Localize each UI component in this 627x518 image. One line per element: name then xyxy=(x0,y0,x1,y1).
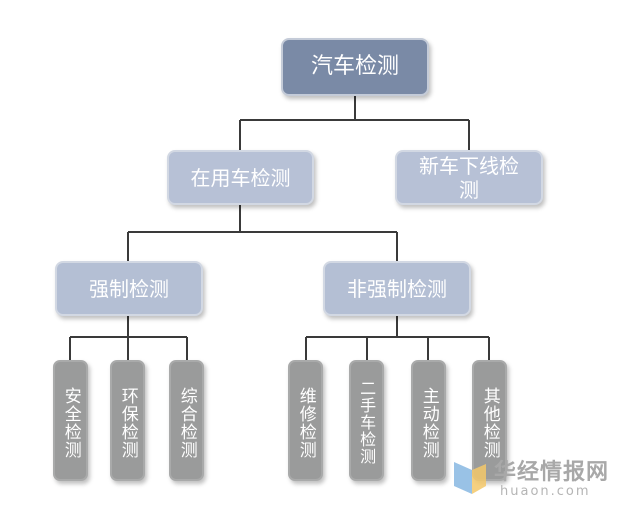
leaf-active-inspection: 主动检测 xyxy=(411,360,446,481)
leaf-other-inspection: 其他检测 xyxy=(472,360,507,481)
leaf-label: 安全检测 xyxy=(60,386,81,459)
leaf-environment-inspection: 环保检测 xyxy=(110,360,145,481)
node-vehicle-inspection: 汽车检测 xyxy=(281,38,429,96)
leaf-label: 二手车检测 xyxy=(357,380,377,465)
leaf-label: 其他检测 xyxy=(479,386,500,459)
node-label: 新车下线检测 xyxy=(419,153,519,202)
node-label: 汽车检测 xyxy=(310,53,399,79)
node-new-car-inspection: 新车下线检测 xyxy=(395,150,543,205)
leaf-label: 维修检测 xyxy=(295,386,316,459)
watermark: 华经情报网 huaon.com xyxy=(452,454,622,504)
node-label: 强制检测 xyxy=(89,276,169,301)
brand-logo-icon xyxy=(454,462,486,494)
leaf-used-car-inspection: 二手车检测 xyxy=(349,360,384,481)
leaf-label: 主动检测 xyxy=(418,386,439,459)
node-label: 非强制检测 xyxy=(347,276,447,301)
watermark-domain: huaon.com xyxy=(500,484,591,499)
node-in-use-inspection: 在用车检测 xyxy=(167,150,314,205)
leaf-maintenance-inspection: 维修检测 xyxy=(288,360,323,481)
node-mandatory-inspection: 强制检测 xyxy=(55,261,203,316)
leaf-label: 综合检测 xyxy=(176,386,197,459)
leaf-comprehensive-inspection: 综合检测 xyxy=(169,360,204,481)
node-label: 在用车检测 xyxy=(190,165,291,190)
leaf-label: 环保检测 xyxy=(117,386,138,459)
watermark-brand: 华经情报网 xyxy=(494,460,610,485)
node-non-mandatory-inspection: 非强制检测 xyxy=(323,261,471,316)
leaf-safety-inspection: 安全检测 xyxy=(53,360,88,481)
